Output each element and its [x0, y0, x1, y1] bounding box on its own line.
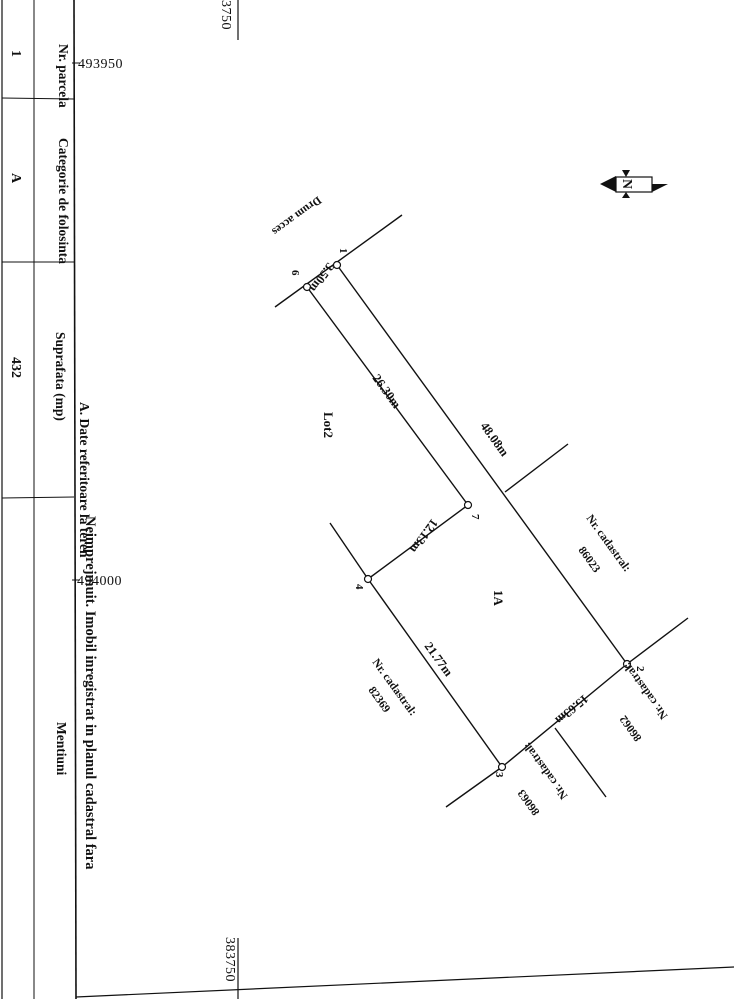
vertex-1	[332, 260, 342, 270]
cell-nr-parcela: 1	[8, 50, 23, 57]
vertex-6	[302, 282, 312, 292]
header-nr-parcela: Nr. parcela	[56, 44, 71, 108]
header-categorie: Categorie de folosinta	[56, 138, 71, 264]
cadastral-neighbor-86063: Nr. cadastral: 86063	[516, 740, 571, 817]
vertex-label-7: 7	[469, 514, 481, 520]
vertex-markers	[302, 260, 632, 772]
vertex-label-1: 1	[337, 248, 349, 254]
vertex-label-2: 2	[634, 666, 646, 672]
boundary-6-7	[306, 286, 469, 506]
dim-4-3: 21.77m	[422, 640, 456, 680]
neighbor-lot-label: Lot2	[321, 412, 336, 438]
neighbor-divider-86023	[504, 443, 569, 493]
cadastral-number: 86063	[516, 787, 543, 818]
boundary-2-3	[501, 663, 628, 768]
dim-1-2: 48.08m	[478, 420, 512, 460]
cadastral-neighbor-82369: Nr. cadastral: 82369	[366, 657, 419, 718]
neighbor-divider-86062	[554, 727, 607, 798]
vertex-label-3: 3	[493, 772, 505, 778]
grid-label-bottom: 383750	[222, 937, 237, 982]
vertex-2	[622, 659, 632, 669]
line-extension	[329, 522, 369, 580]
north-arrow-icon: N	[600, 170, 668, 198]
access-road-label: Drum acces	[269, 194, 323, 238]
cell-suprafata: 432	[8, 357, 23, 378]
header-mentiuni: Mentiuni	[54, 722, 69, 776]
table-row-divider	[1, 97, 75, 100]
table-row-divider	[1, 496, 75, 499]
table-section-title: A. Date referitoare la teren	[77, 402, 92, 558]
header-suprafata: Suprafata (mp)	[53, 332, 68, 421]
dim-1-6: 3.50m	[306, 260, 337, 295]
boundary-1-2	[336, 264, 628, 665]
line-extension	[445, 766, 503, 808]
vertex-labels: 1 6 7 4 2 3	[289, 248, 646, 778]
cadastral-neighbor-86023: Nr. cadastral: 86023	[576, 513, 633, 576]
cadastral-number: 86062	[618, 713, 645, 744]
boundary-7-4	[367, 504, 469, 580]
cell-mentiuni: Neimprejmuit. Imobil inregistrat in plan…	[82, 516, 98, 870]
cadastral-number: 86023	[576, 545, 603, 576]
dim-7-4: 12.13m	[407, 516, 441, 556]
dim-2-3: 15.63m	[552, 692, 591, 728]
access-road-line	[274, 214, 403, 308]
north-label: N	[620, 179, 635, 189]
cadastral-neighbor-86062: Nr. cadastral: 86062	[618, 660, 671, 743]
grid-label-x-second: 494000	[77, 574, 122, 589]
vertex-3	[497, 762, 507, 772]
dimension-labels: 48.08m 26.30m 12.13m 21.77m 15.63m 3.50m	[306, 260, 591, 727]
table-row: 1 A 432	[8, 50, 23, 378]
vertex-4	[363, 574, 373, 584]
vertex-7	[463, 500, 473, 510]
frame-bottom-line	[75, 966, 734, 998]
grid-label-x-first: 493950	[78, 57, 123, 72]
dim-6-7: 26.30m	[370, 372, 404, 412]
line-extension	[626, 617, 689, 665]
table-header: Nr. parcela Categorie de folosinta Supra…	[53, 44, 71, 776]
vertex-label-6: 6	[289, 270, 301, 276]
cell-categorie: A	[8, 173, 23, 184]
grid-label-top: 3750	[218, 0, 233, 30]
vertex-label-4: 4	[353, 584, 365, 590]
frame-right-line	[73, 0, 77, 999]
parcel-boundaries	[274, 214, 689, 808]
parcel-label: 1A	[491, 590, 506, 607]
boundary-4-3	[367, 578, 503, 768]
